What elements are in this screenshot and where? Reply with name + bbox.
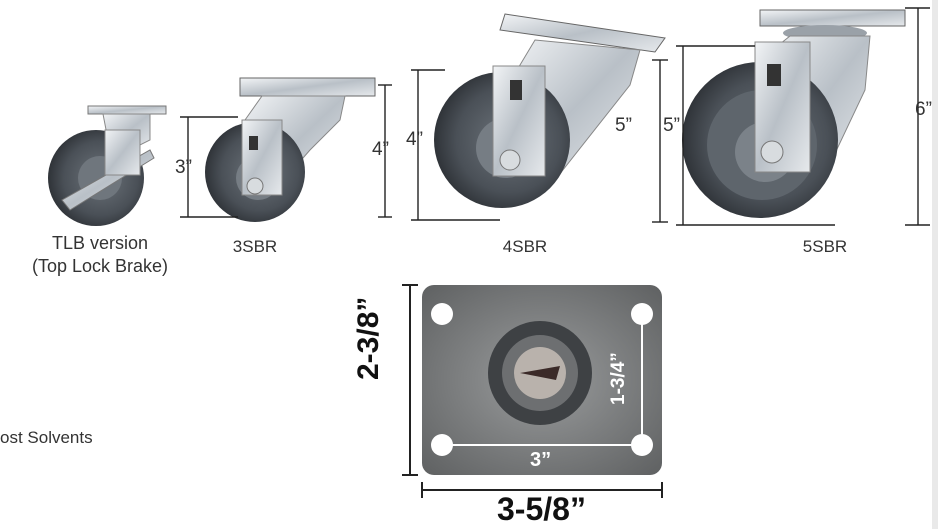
4sbr-caster-image: [434, 13, 666, 208]
5sbr-height-right-label: 6”: [915, 99, 932, 120]
3sbr-height-left-label: 3”: [175, 157, 192, 178]
tlb-caster-image: [48, 105, 167, 226]
side-text: ost Solvents: [0, 428, 93, 447]
mounting-plate-image: [422, 285, 662, 475]
hole-spacing-horizontal-label: 3”: [530, 449, 552, 471]
3sbr-caption: 3SBR: [232, 237, 278, 256]
caster-dimension-lines: [180, 7, 930, 226]
4sbr-height-right-label: 5”: [615, 115, 632, 136]
5sbr-height-left-label: 5”: [663, 115, 680, 136]
tlb-caption: TLB version (Top Lock Brake): [31, 233, 169, 276]
4sbr-height-left-label: 4”: [406, 129, 423, 150]
3sbr-height-right-label: 4”: [372, 139, 389, 160]
right-edge-bar: [932, 0, 938, 529]
4sbr-caption: 4SBR: [502, 237, 548, 256]
5sbr-caption: 5SBR: [802, 237, 848, 256]
plate-width-label: 3-5/8”: [497, 491, 586, 527]
plate-height-label: 2-3/8”: [352, 296, 385, 380]
3sbr-caster-image: [205, 77, 376, 222]
plate-dimension-lines: [402, 284, 663, 498]
hole-spacing-vertical-label: 1-3/4”: [608, 352, 629, 405]
5sbr-caster-image: [682, 9, 906, 218]
